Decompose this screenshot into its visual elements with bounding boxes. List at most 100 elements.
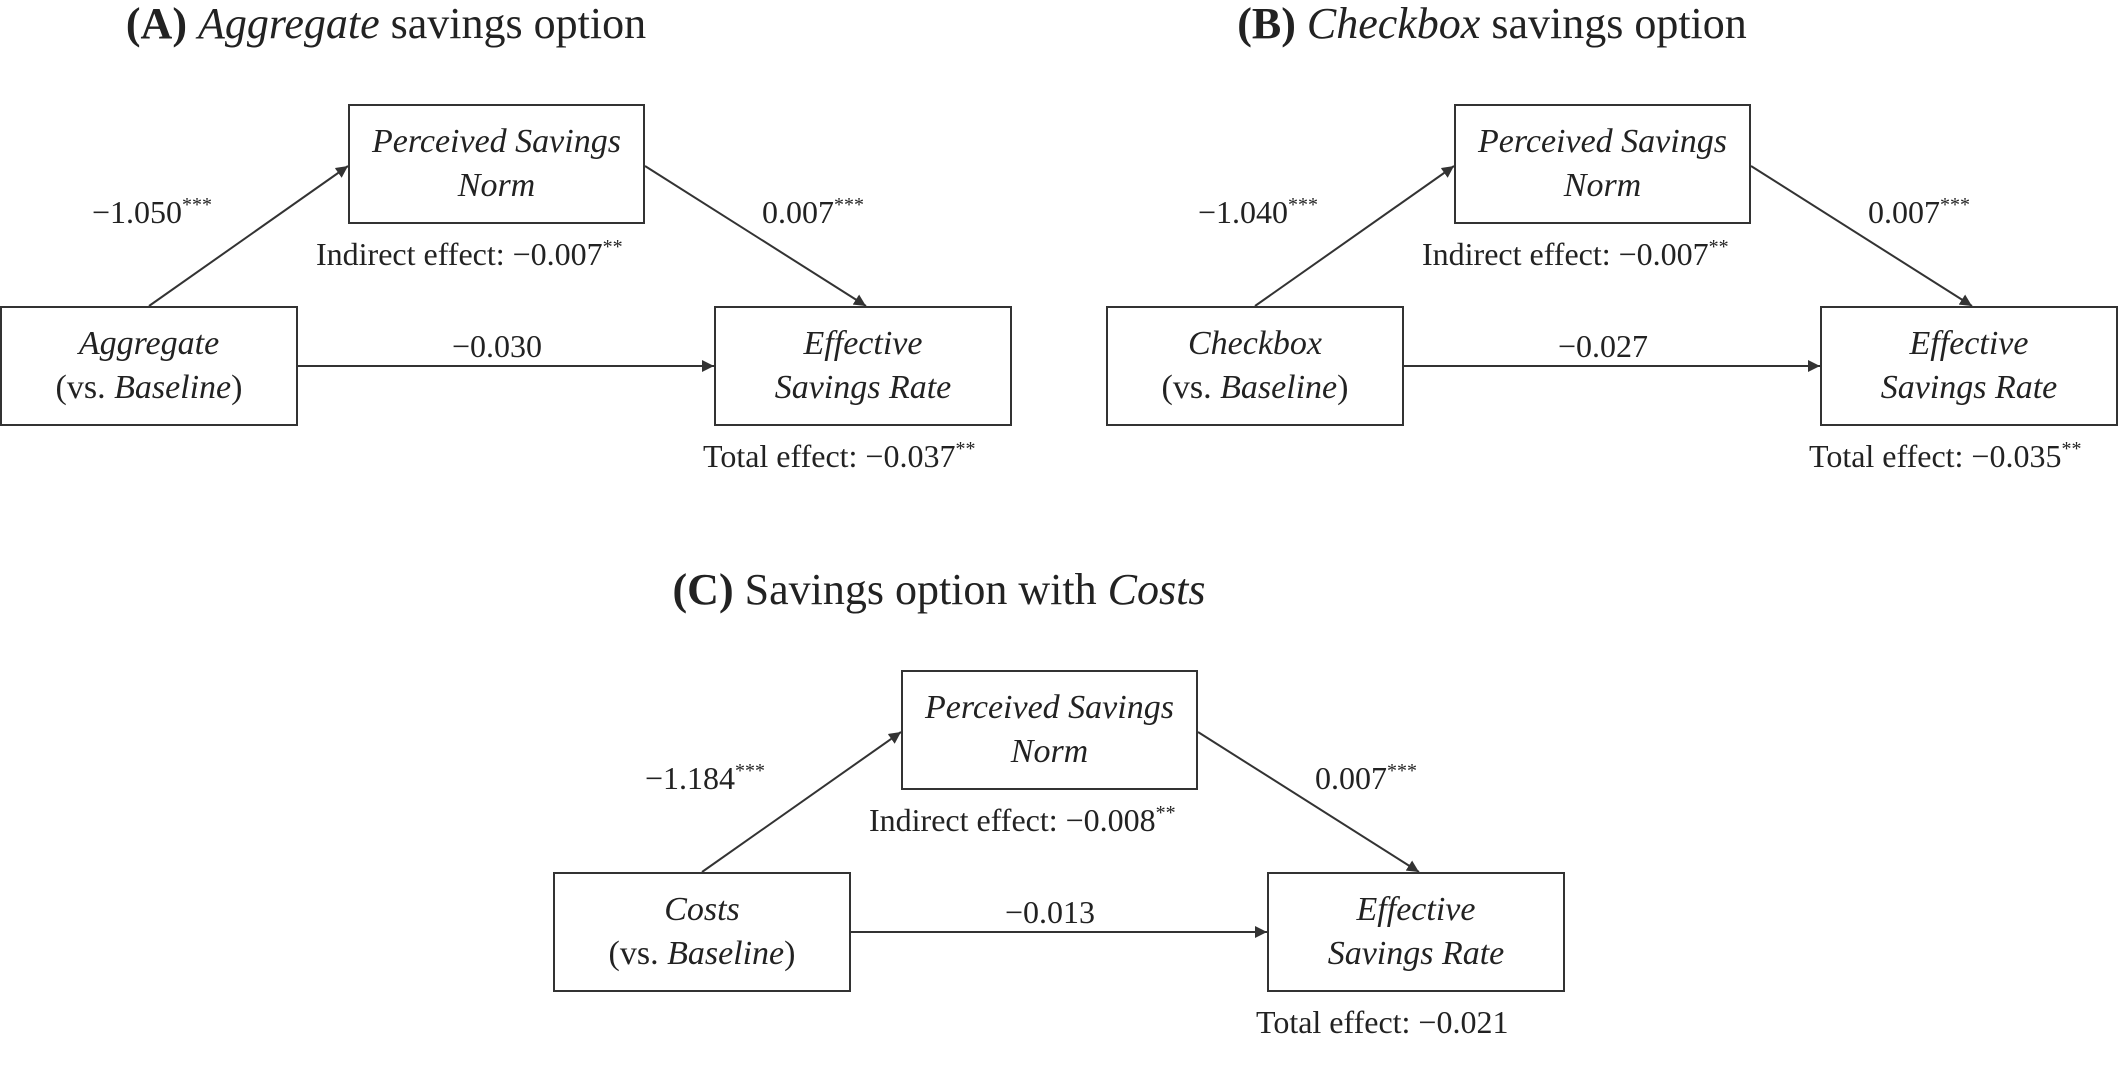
panel-c-arrows bbox=[701, 731, 1420, 938]
panel-a-path-b-sig: *** bbox=[834, 194, 864, 216]
panel-b-total-sig: ** bbox=[2061, 438, 2082, 460]
panel-a-treatment-name: Aggregate bbox=[78, 325, 220, 362]
panel-c-title: (C) Savings option with Costs bbox=[553, 566, 1325, 614]
panel-c-title-italic: Costs bbox=[1107, 565, 1206, 614]
panel-b-arrows bbox=[1254, 165, 1973, 372]
panel-a-path-c-value: −0.030 bbox=[452, 328, 543, 364]
panel-a-path-a-sig: *** bbox=[182, 194, 213, 216]
panel-b-indirect-sig: ** bbox=[1708, 236, 1729, 258]
panel-a-treatment-vs: (vs. bbox=[55, 369, 115, 406]
panel-a-path-a-arrow bbox=[148, 165, 349, 307]
panel-b-title-rest: savings option bbox=[1480, 0, 1747, 48]
panel-c-mediator-line2: Norm bbox=[1010, 733, 1089, 770]
panel-a-path-a-value: −1.050 bbox=[92, 194, 183, 230]
panel-c-path-c-coefficient: −0.013 bbox=[1005, 894, 1095, 930]
panel-b-total-label: Total effect: bbox=[1809, 438, 1972, 474]
panel-a-indirect-sig: ** bbox=[602, 236, 623, 258]
panel-c-outcome-box: Effective Savings Rate bbox=[1267, 872, 1565, 992]
panel-a-indirect-label: Indirect effect: bbox=[316, 236, 513, 272]
panel-b-treatment-vs: (vs. bbox=[1161, 369, 1221, 406]
panel-c-path-b-sig: *** bbox=[1387, 760, 1417, 782]
panel-b-indirect-value: −0.007 bbox=[1618, 236, 1709, 272]
panel-a-mediator-line1: Perceived Savings bbox=[372, 123, 621, 160]
panel-b-mediator-box: Perceived Savings Norm bbox=[1454, 104, 1751, 224]
panel-b-outcome-line1: Effective bbox=[1909, 325, 2029, 362]
panel-b-path-c-coefficient: −0.027 bbox=[1558, 328, 1648, 364]
panel-a-treatment-box: Aggregate (vs. Baseline) bbox=[0, 306, 298, 426]
panel-a-title-tag: (A) bbox=[125, 0, 187, 48]
panel-b-path-b-sig: *** bbox=[1940, 194, 1970, 216]
panel-a-mediator-box: Perceived Savings Norm bbox=[348, 104, 645, 224]
panel-a-path-b-coefficient: 0.007*** bbox=[762, 194, 864, 230]
panel-b-title-tag: (B) bbox=[1237, 0, 1296, 48]
panel-a-total-sig: ** bbox=[955, 438, 976, 460]
panel-c-total-effect: Total effect: −0.021 bbox=[1256, 1004, 1508, 1040]
panel-b-outcome-line2: Savings Rate bbox=[1880, 369, 2058, 406]
panel-b-path-a-coefficient: −1.040*** bbox=[1198, 194, 1318, 230]
panel-a: (A) Aggregate savings option Perceived S… bbox=[0, 0, 1064, 500]
panel-b-treatment-name: Checkbox bbox=[1187, 325, 1323, 362]
panel-c-path-b-coefficient: 0.007*** bbox=[1315, 760, 1417, 796]
panel-c-indirect-effect: Indirect effect: −0.008** bbox=[869, 802, 1176, 838]
panel-c-outcome-line1: Effective bbox=[1356, 891, 1476, 928]
panel-c-treatment-vs: (vs. bbox=[608, 935, 668, 972]
panel-c-title-tag: (C) bbox=[672, 565, 734, 614]
panel-b-treatment-close: ) bbox=[1337, 369, 1349, 406]
panel-a-title-italic: Aggregate bbox=[197, 0, 380, 48]
panel-b-title: (B) Checkbox savings option bbox=[1106, 0, 1878, 48]
panel-b-indirect-effect: Indirect effect: −0.007** bbox=[1422, 236, 1729, 272]
panel-a-indirect-value: −0.007 bbox=[512, 236, 603, 272]
panel-a-mediator-line2: Norm bbox=[457, 167, 536, 204]
panel-c-path-c-value: −0.013 bbox=[1005, 894, 1096, 930]
panel-b-total-effect: Total effect: −0.035** bbox=[1809, 438, 2081, 474]
panel-b-total-value: −0.035 bbox=[1971, 438, 2062, 474]
panel-c-path-b-arrow bbox=[1197, 731, 1420, 873]
panel-c-path-a-value: −1.184 bbox=[645, 760, 736, 796]
panel-b-path-b-value: 0.007 bbox=[1868, 194, 1940, 230]
panel-a-title-rest: savings option bbox=[379, 0, 647, 48]
panel-a-path-c-coefficient: −0.030 bbox=[452, 328, 542, 364]
panel-b: (B) Checkbox savings option Perceived Sa… bbox=[1106, 0, 2128, 500]
panel-c-total-label: Total effect: bbox=[1256, 1004, 1419, 1040]
panel-c-total-value: −0.021 bbox=[1418, 1004, 1509, 1040]
panel-c-path-a-sig: *** bbox=[735, 760, 766, 782]
panel-b-path-a-sig: *** bbox=[1288, 194, 1319, 216]
panel-a-treatment-comparison: (vs. Baseline) bbox=[56, 366, 243, 410]
panel-a-title: (A) Aggregate savings option bbox=[0, 0, 772, 48]
panel-a-total-effect: Total effect: −0.037** bbox=[703, 438, 975, 474]
panel-c-path-a-arrow bbox=[701, 731, 902, 873]
panel-c-treatment-comparison: (vs. Baseline) bbox=[609, 932, 796, 976]
panel-a-outcome-line2: Savings Rate bbox=[774, 369, 952, 406]
panel-b-path-c-value: −0.027 bbox=[1558, 328, 1649, 364]
panel-c-treatment-name: Costs bbox=[664, 891, 740, 928]
panel-b-path-a-arrow bbox=[1254, 165, 1455, 307]
panel-b-indirect-label: Indirect effect: bbox=[1422, 236, 1619, 272]
panel-a-total-value: −0.037 bbox=[865, 438, 956, 474]
panel-b-treatment-baseline: Baseline bbox=[1220, 369, 1338, 406]
panel-c-treatment-box: Costs (vs. Baseline) bbox=[553, 872, 851, 992]
panel-a-outcome-box: Effective Savings Rate bbox=[714, 306, 1012, 426]
panel-c: (C) Savings option with Costs Perceived … bbox=[553, 566, 1575, 1040]
panel-b-path-b-arrow bbox=[1750, 165, 1973, 307]
panel-c-title-pre: Savings option with bbox=[733, 565, 1108, 614]
panel-c-path-b-value: 0.007 bbox=[1315, 760, 1387, 796]
panel-a-outcome-line1: Effective bbox=[803, 325, 923, 362]
panel-a-total-label: Total effect: bbox=[703, 438, 866, 474]
panel-a-arrows bbox=[148, 165, 867, 372]
panel-b-path-b-coefficient: 0.007*** bbox=[1868, 194, 1970, 230]
panel-a-treatment-baseline: Baseline bbox=[114, 369, 232, 406]
panel-a-path-b-arrow bbox=[644, 165, 867, 307]
panel-b-mediator-line2: Norm bbox=[1563, 167, 1642, 204]
panel-c-outcome-line2: Savings Rate bbox=[1327, 935, 1505, 972]
panel-b-title-italic: Checkbox bbox=[1306, 0, 1481, 48]
panel-b-mediator-line1: Perceived Savings bbox=[1478, 123, 1727, 160]
panel-c-indirect-value: −0.008 bbox=[1065, 802, 1156, 838]
panel-a-path-a-coefficient: −1.050*** bbox=[92, 194, 212, 230]
panel-a-path-b-value: 0.007 bbox=[762, 194, 834, 230]
panel-c-path-a-coefficient: −1.184*** bbox=[645, 760, 765, 796]
panel-b-path-a-value: −1.040 bbox=[1198, 194, 1289, 230]
panel-a-treatment-close: ) bbox=[231, 369, 243, 406]
panel-c-indirect-sig: ** bbox=[1155, 802, 1176, 824]
panel-a-indirect-effect: Indirect effect: −0.007** bbox=[316, 236, 623, 272]
panel-c-treatment-baseline: Baseline bbox=[667, 935, 785, 972]
